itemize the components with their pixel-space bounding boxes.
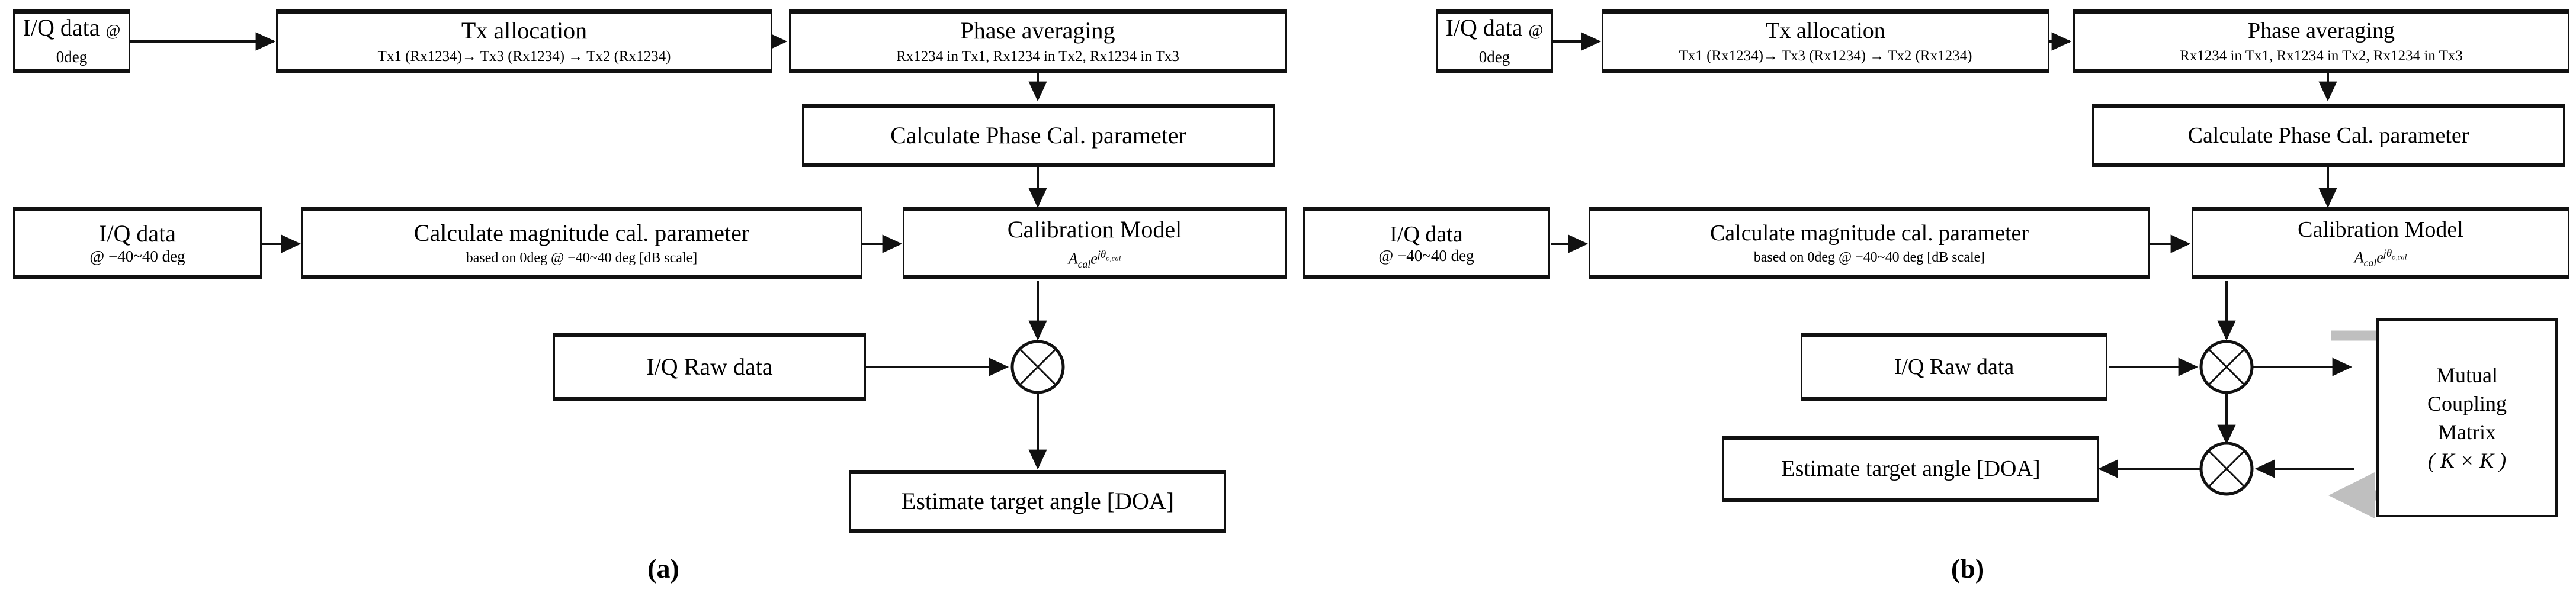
multiplier-top-cross-2 [2208,348,2245,386]
panel-b-mutual-coupling-matrix-text: Mutual Coupling Matrix ( K × K ) [2424,361,2510,475]
panel-b-phase-averaging-title: Phase averaging [2248,18,2395,44]
panel-a-iq-data-range-box[interactable]: I/Q data @ −40~40 deg [13,207,262,279]
panel-a-iq-data-0deg-box[interactable]: I/Q data @ 0deg [13,9,130,73]
multiplier-circle-a [1010,340,1065,394]
panel-a-iq-data-range-subtitle: @ −40~40 deg [89,247,185,266]
panel-b-estimate-doa-box[interactable]: Estimate target angle [DOA] [1722,436,2099,502]
panel-b-iq-raw-data-box[interactable]: I/Q Raw data [1801,333,2107,401]
panel-a-phase-averaging-title: Phase averaging [960,17,1115,44]
panel-b-calculate-magnitude-cal-title: Calculate magnitude cal. parameter [1709,221,2029,246]
panel-a-label: (a) [647,553,679,584]
panel-b-iq-data-range-subtitle: @ −40~40 deg [1378,247,1474,265]
panel-a-calculate-phase-cal-title: Calculate Phase Cal. parameter [890,121,1186,149]
multiplier-cross-a-2 [1019,348,1057,386]
panel-b-iq-data-range-title: I/Q data [1390,221,1463,247]
panel-a-estimate-doa-box[interactable]: Estimate target angle [DOA] [849,470,1226,533]
panel-a-calibration-model-box[interactable]: Calibration Model Acalejθo,cal [903,207,1287,279]
panel-b-iq-raw-data-title: I/Q Raw data [1894,354,2014,379]
panel-b-tx-allocation-box[interactable]: Tx allocation Tx1 (Rx1234)→ Tx3 (Rx1234)… [1602,9,2049,73]
multiplier-bottom-cross-2 [2208,450,2245,488]
mcm-line-4-dimension: ( K × K ) [2427,449,2507,473]
panel-b-iq-data-0deg-text: I/Q data @ 0deg [1445,14,1544,66]
multiplier-circle-b-bottom [2199,442,2254,496]
panel-a-iq-raw-data-box[interactable]: I/Q Raw data [553,333,866,401]
panel-b-iq-data-0deg-box[interactable]: I/Q data @ 0deg [1436,9,1553,73]
panel-b-calculate-phase-cal-title: Calculate Phase Cal. parameter [2187,123,2469,148]
multiplier-bottom-cross-1 [2208,450,2245,488]
mcm-line-2: Coupling [2427,391,2507,415]
panel-b-calculate-magnitude-cal-box[interactable]: Calculate magnitude cal. parameter based… [1589,207,2150,279]
panel-b-calibration-model-formula: Acalejθo,cal [2354,247,2407,269]
panel-b-mutual-coupling-matrix-box[interactable]: Mutual Coupling Matrix ( K × K ) [2376,318,2558,517]
panel-a-phase-averaging-box[interactable]: Phase averaging Rx1234 in Tx1, Rx1234 in… [789,9,1287,73]
panel-b-tx-allocation-title: Tx allocation [1766,18,1885,44]
panel-a-calculate-phase-cal-box[interactable]: Calculate Phase Cal. parameter [802,104,1275,167]
panel-b-iq-data-range-box[interactable]: I/Q data @ −40~40 deg [1303,207,1550,279]
multiplier-circle-b-top [2199,340,2254,394]
panel-b-label: (b) [1951,553,1985,584]
panel-a-tx-allocation-title: Tx allocation [461,17,588,44]
panel-a-calculate-magnitude-cal-title: Calculate magnitude cal. parameter [413,220,750,247]
panel-a-calculate-magnitude-cal-subtitle: based on 0deg @ −40~40 deg [dB scale] [466,250,698,266]
panel-b-calibration-model-box[interactable]: Calibration Model Acalejθo,cal [2192,207,2569,279]
panel-b-calculate-phase-cal-box[interactable]: Calculate Phase Cal. parameter [2092,104,2565,167]
panel-a-phase-averaging-subtitle: Rx1234 in Tx1, Rx1234 in Tx2, Rx1234 in … [896,48,1179,65]
panel-a-iq-data-0deg-text: I/Q data @ 0deg [23,14,121,66]
panel-b-phase-averaging-subtitle: Rx1234 in Tx1, Rx1234 in Tx2, Rx1234 in … [2180,47,2463,64]
panel-b-estimate-doa-title: Estimate target angle [DOA] [1781,456,2041,481]
panel-b-phase-averaging-box[interactable]: Phase averaging Rx1234 in Tx1, Rx1234 in… [2073,9,2569,73]
panel-a-estimate-doa-title: Estimate target angle [DOA] [901,487,1175,514]
panel-a-calculate-magnitude-cal-box[interactable]: Calculate magnitude cal. parameter based… [301,207,862,279]
panel-a-tx-allocation-subtitle: Tx1 (Rx1234)→ Tx3 (Rx1234) → Tx2 (Rx1234… [377,48,671,65]
panel-a-iq-data-range-title: I/Q data [99,220,176,247]
multiplier-top-cross-1 [2208,348,2245,386]
panel-a-calibration-model-formula: Acalejθo,cal [1068,248,1121,270]
mcm-line-3: Matrix [2438,420,2496,444]
panel-b-tx-allocation-subtitle: Tx1 (Rx1234)→ Tx3 (Rx1234) → Tx2 (Rx1234… [1679,47,1972,64]
multiplier-cross-a-1 [1019,348,1057,386]
panel-b-calculate-magnitude-cal-subtitle: based on 0deg @ −40~40 deg [dB scale] [1753,249,1985,265]
panel-a-calibration-model-title: Calibration Model [1007,215,1182,243]
panel-a-tx-allocation-box[interactable]: Tx allocation Tx1 (Rx1234)→ Tx3 (Rx1234)… [276,9,772,73]
panel-a-iq-raw-data-title: I/Q Raw data [646,353,773,380]
panel-b-calibration-model-title: Calibration Model [2298,217,2463,242]
mcm-line-1: Mutual [2436,363,2498,387]
